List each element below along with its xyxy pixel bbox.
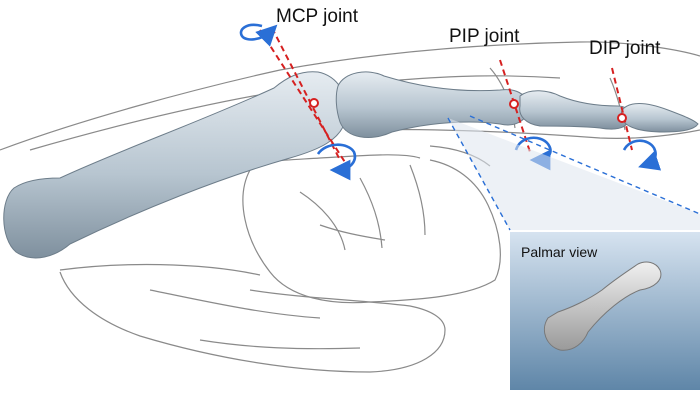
mcp-joint-label: MCP joint xyxy=(276,6,359,27)
palmar-view-inset xyxy=(447,115,700,390)
metacarpal-bone xyxy=(3,71,348,259)
joint-axes xyxy=(259,27,633,171)
pip-joint-label: PIP joint xyxy=(449,26,520,47)
inset-callout-region xyxy=(448,118,700,230)
mcp-axis-line-2 xyxy=(271,27,341,161)
mcp-axis-line xyxy=(259,29,351,171)
pip-center-marker xyxy=(509,99,519,109)
dip-center-marker xyxy=(617,113,627,123)
inset-callout-line-right xyxy=(469,115,700,215)
middle-phalanx-bone xyxy=(519,90,631,130)
distal-phalanx-bone xyxy=(620,103,699,133)
mcp-center-marker xyxy=(309,98,319,108)
dip-axis-line xyxy=(611,67,633,151)
mcp-bottom-rotation-icon xyxy=(316,143,357,181)
palmar-view-label: Palmar view xyxy=(521,244,598,260)
dip-joint-label: DIP joint xyxy=(589,38,661,59)
mcp-top-rotation-icon xyxy=(239,23,278,47)
joint-centers xyxy=(309,98,627,123)
pip-axis-line xyxy=(499,59,531,153)
inset-bone-image xyxy=(544,261,662,351)
dip-rotation-icon xyxy=(622,139,662,171)
rotation-arrows xyxy=(239,23,662,181)
hand-sketch xyxy=(0,41,700,373)
inset-callout-line-left xyxy=(447,117,511,231)
